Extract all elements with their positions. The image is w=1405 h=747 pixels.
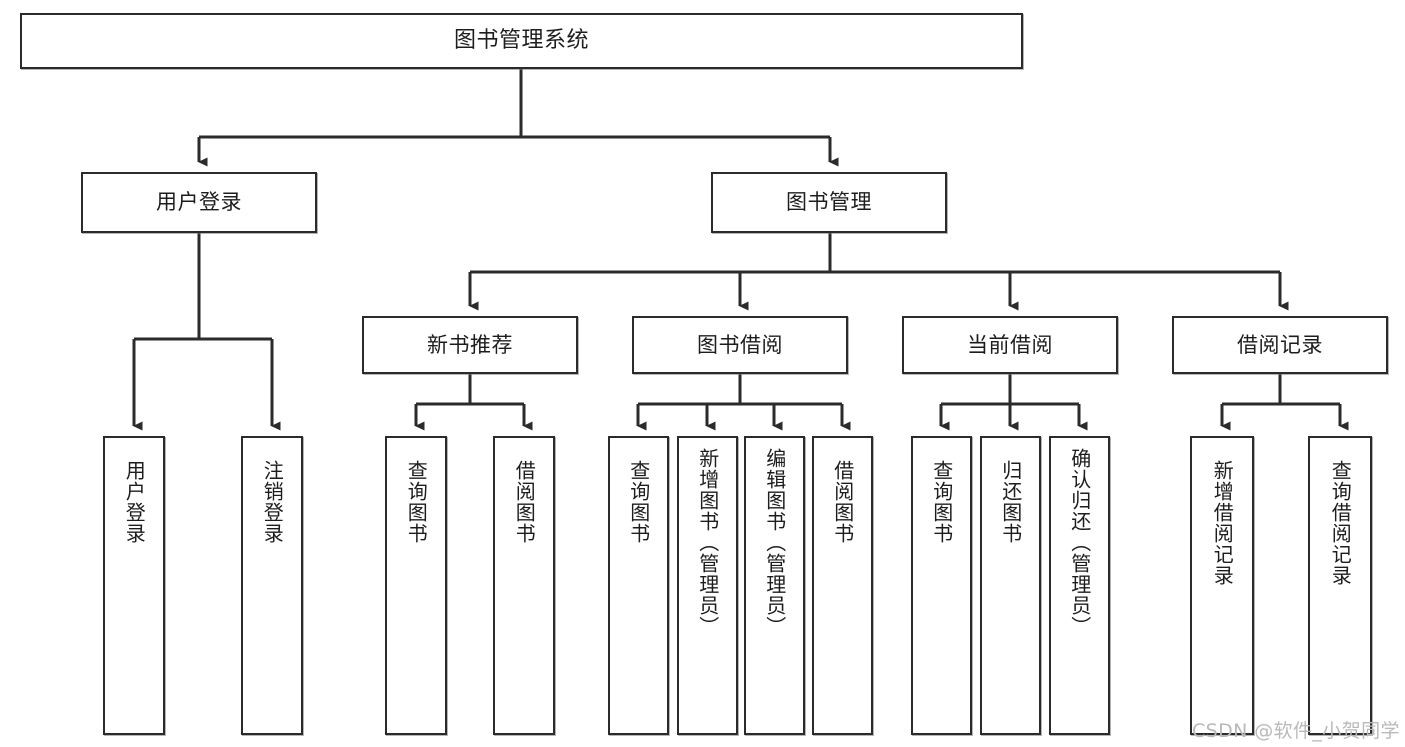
node-current-borrow[interactable]: 当前借阅 (902, 316, 1118, 374)
leaf-add-book[interactable]: 新增图书（管理员） (677, 436, 738, 735)
node-label: 查询图书 (404, 460, 429, 544)
leaf-query-book-1[interactable]: 查询图书 (385, 436, 447, 735)
node-user-login[interactable]: 用户登录 (81, 172, 317, 233)
node-label: 图书借阅 (697, 332, 783, 357)
node-label: 查询图书 (626, 460, 651, 544)
node-label: 用户登录 (122, 460, 147, 544)
node-label: 查询图书 (929, 460, 954, 544)
node-label: 查询借阅记录 (1328, 460, 1353, 586)
leaf-logout[interactable]: 注销登录 (241, 436, 303, 735)
node-label: 借阅图书 (830, 460, 855, 544)
node-label: 注销登录 (260, 460, 285, 544)
csdn-watermark: CSDN @软件_小贺同学 (1192, 720, 1400, 742)
node-label: 借阅图书 (512, 460, 537, 544)
node-label: 归还图书 (998, 460, 1023, 544)
leaf-borrow-book-2[interactable]: 借阅图书 (812, 436, 873, 735)
node-label: 图书管理系统 (453, 28, 589, 54)
leaf-confirm-return[interactable]: 确认归还（管理员） (1049, 436, 1110, 735)
leaf-add-record[interactable]: 新增借阅记录 (1190, 436, 1254, 735)
node-book-borrow[interactable]: 图书借阅 (632, 316, 848, 374)
node-label: 借阅记录 (1237, 332, 1323, 357)
node-label: 新书推荐 (427, 332, 513, 357)
node-label: 当前借阅 (967, 332, 1053, 357)
leaf-edit-book[interactable]: 编辑图书（管理员） (744, 436, 805, 735)
node-label: 确认归还（管理员） (1067, 448, 1092, 637)
leaf-query-record[interactable]: 查询借阅记录 (1308, 436, 1372, 735)
node-new-book-rec[interactable]: 新书推荐 (362, 316, 578, 374)
node-label: 编辑图书（管理员） (762, 448, 787, 637)
node-label: 新增图书（管理员） (695, 448, 720, 637)
node-book-manage[interactable]: 图书管理 (711, 172, 947, 233)
node-label: 新增借阅记录 (1210, 460, 1235, 586)
leaf-borrow-book-1[interactable]: 借阅图书 (493, 436, 555, 735)
node-borrow-record[interactable]: 借阅记录 (1172, 316, 1388, 374)
node-label: 用户登录 (156, 190, 242, 215)
leaf-query-book-2[interactable]: 查询图书 (608, 436, 669, 735)
leaf-return-book[interactable]: 归还图书 (980, 436, 1041, 735)
leaf-query-book-3[interactable]: 查询图书 (911, 436, 972, 735)
node-label: 图书管理 (786, 190, 872, 215)
leaf-user-login[interactable]: 用户登录 (103, 436, 165, 735)
node-root-system[interactable]: 图书管理系统 (20, 13, 1023, 69)
